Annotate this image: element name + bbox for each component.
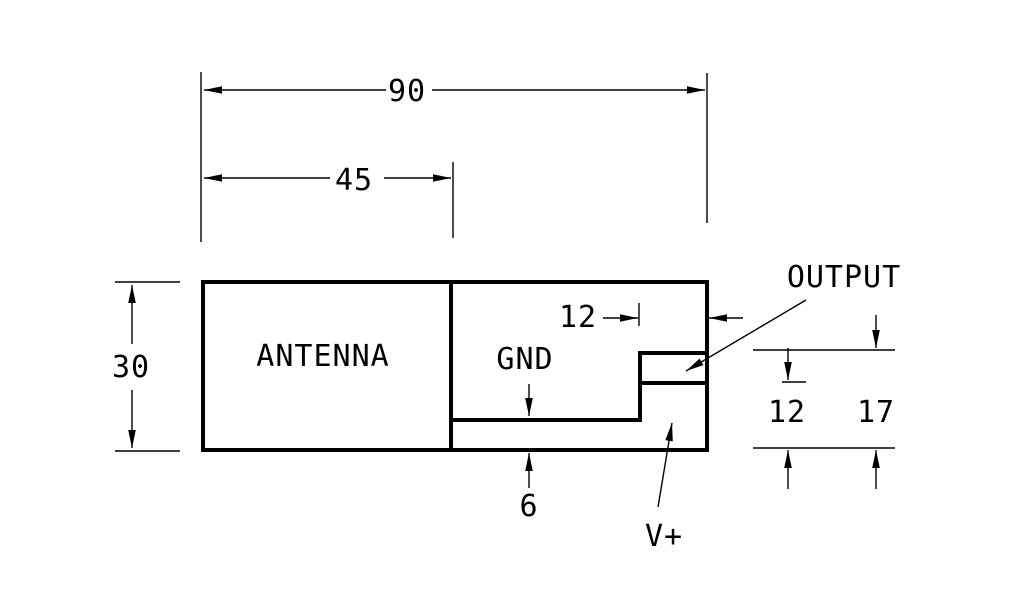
dim-overall-height-value: 30 [112, 350, 150, 385]
dim-notch-total-height-value: 17 [857, 395, 895, 430]
dimension-right-heights [753, 315, 895, 489]
dim-bottom-strip-height-value: 6 [519, 489, 538, 524]
v-plus-leader-arrow [657, 422, 673, 508]
output-leader-arrow [685, 299, 807, 372]
output-label: OUTPUT [787, 260, 901, 295]
text-labels: 90 45 30 ANTENNA GND 12 OUTPUT 12 17 6 V… [112, 74, 901, 554]
dim-antenna-width-value: 45 [335, 163, 373, 198]
dim-overall-width-value: 90 [388, 74, 426, 109]
module-outline [201, 280, 709, 452]
v-plus-label: V+ [645, 519, 683, 554]
dim-pad-height-value: 12 [768, 395, 806, 430]
dim-output-pin-width-value: 12 [559, 300, 597, 335]
dimension-antenna-width [204, 162, 454, 238]
dimension-overall-width [200, 72, 708, 242]
antenna-label: ANTENNA [256, 339, 389, 374]
dimension-output-pin-width [603, 303, 743, 326]
label-leaders [657, 299, 807, 508]
gnd-label: GND [496, 342, 553, 377]
module-body [201, 280, 709, 452]
dimension-overall-height [115, 281, 180, 452]
